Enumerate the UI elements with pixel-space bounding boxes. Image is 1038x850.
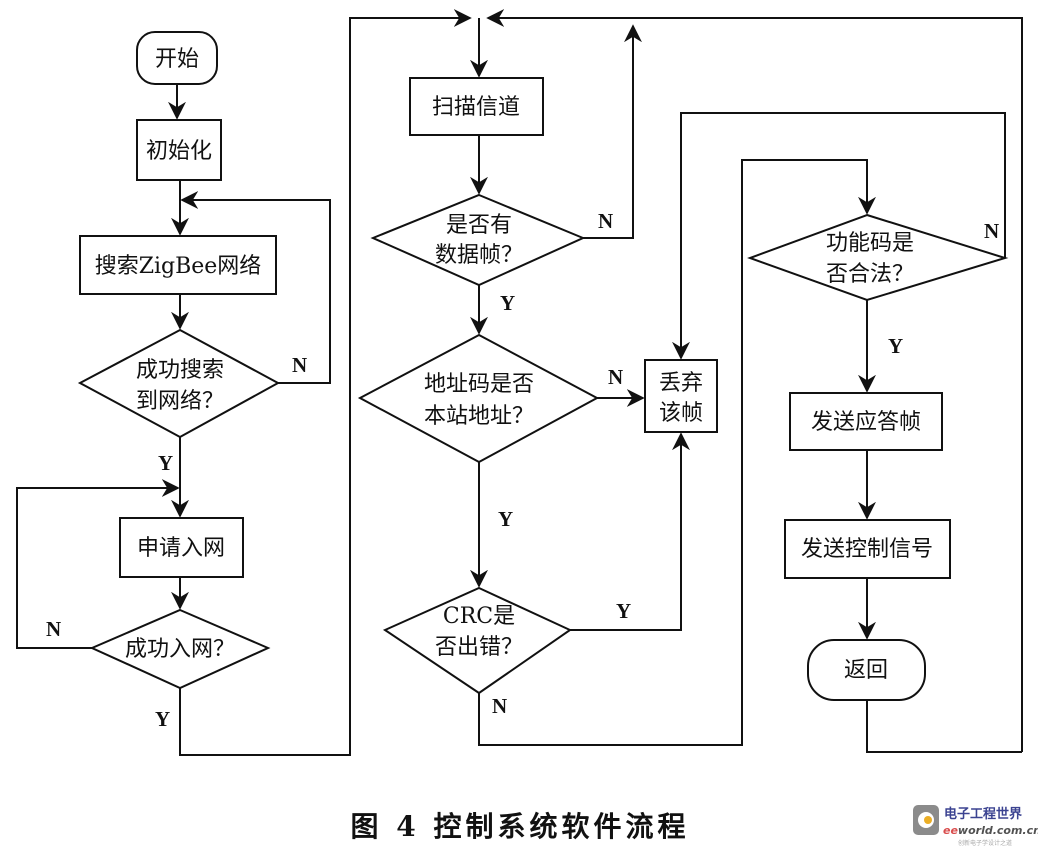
decision-text: 到网络？ <box>136 389 224 414</box>
decision-text: 是否有 <box>446 213 512 238</box>
label-no: N <box>46 617 61 641</box>
label-yes: Y <box>888 334 903 358</box>
decision-text: 本站地址？ <box>424 404 534 429</box>
label-yes: Y <box>616 599 631 623</box>
decision-function-code: 功能码是 否合法？ <box>747 213 1009 302</box>
label-no: N <box>292 353 307 377</box>
decision-text: 数据帧？ <box>435 243 523 268</box>
label-no: N <box>492 694 507 718</box>
node-init-text: 初始化 <box>146 139 212 164</box>
node-start: 开始 <box>136 31 218 85</box>
label-yes: Y <box>158 451 173 475</box>
node-send-ack-text: 发送应答帧 <box>811 410 921 435</box>
node-return-text: 返回 <box>844 658 888 683</box>
node-send-ack: 发送应答帧 <box>789 392 943 451</box>
label-yes: Y <box>498 507 513 531</box>
decision-text: 成功搜索 <box>136 358 224 383</box>
svg-text:eeworld.com.cn: eeworld.com.cn <box>943 824 1038 837</box>
svg-text:创新电子学设计之道: 创新电子学设计之道 <box>958 839 1012 847</box>
decision-address: 地址码是否 本站地址？ <box>357 333 600 464</box>
node-join: 申请入网 <box>119 517 244 578</box>
decision-text: 成功入网？ <box>125 637 235 662</box>
decision-text: 否出错？ <box>435 635 523 660</box>
decision-search-ok: 成功搜索 到网络？ <box>77 328 281 439</box>
node-discard-text: 该帧 <box>659 401 703 426</box>
node-search: 搜索ZigBee网络 <box>79 235 277 295</box>
node-discard-text: 丢弃 <box>659 371 703 396</box>
node-send-control: 发送控制信号 <box>784 519 951 579</box>
decision-text: 否合法？ <box>826 262 914 287</box>
node-scan: 扫描信道 <box>409 77 544 136</box>
svg-text:电子工程世界: 电子工程世界 <box>944 806 1022 822</box>
node-return: 返回 <box>807 639 926 701</box>
label-no: N <box>984 219 999 243</box>
decision-has-frame: 是否有 数据帧？ <box>370 193 586 287</box>
figure-caption: 图 4 控制系统软件流程 <box>351 810 690 843</box>
node-discard: 丢弃 该帧 <box>644 359 718 433</box>
node-search-text: 搜索ZigBee网络 <box>95 254 262 279</box>
decision-crc: CRC是 否出错？ <box>382 586 573 695</box>
watermark-logo: 电子工程世界 eeworld.com.cn 创新电子学设计之道 <box>913 805 1038 847</box>
decision-text: CRC是 <box>443 604 515 629</box>
node-send-control-text: 发送控制信号 <box>801 537 933 562</box>
label-yes: Y <box>500 291 515 315</box>
label-no: N <box>608 365 623 389</box>
decision-join-ok: 成功入网？ <box>89 608 271 690</box>
connectors <box>16 9 1023 756</box>
node-init: 初始化 <box>136 119 222 181</box>
decision-text: 功能码是 <box>826 231 914 256</box>
node-join-text: 申请入网 <box>137 536 225 561</box>
decision-text: 地址码是否 <box>424 372 534 397</box>
label-no: N <box>598 209 613 233</box>
node-start-text: 开始 <box>155 47 199 72</box>
node-scan-text: 扫描信道 <box>432 95 520 120</box>
label-yes: Y <box>155 707 170 731</box>
